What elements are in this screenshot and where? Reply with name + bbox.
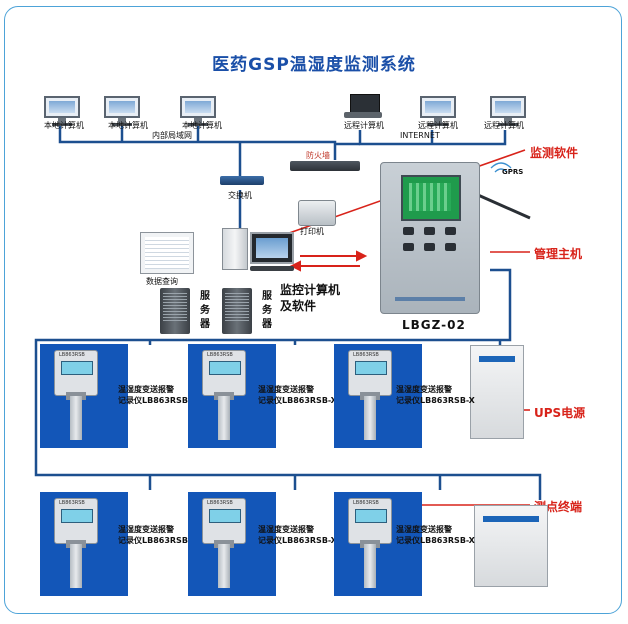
- field-bus-line: [34, 268, 542, 500]
- sensor-1-label: 温湿度变送报警记录仪LB863RSB-X: [118, 385, 197, 405]
- arrow-left-head: [289, 260, 301, 272]
- arrow-right-head: [356, 250, 368, 262]
- host-key-3: [445, 227, 456, 235]
- sensor-panel-6: LB863RSB: [334, 492, 422, 596]
- sensor-4-label: 温湿度变送报警记录仪LB863RSB-X: [118, 525, 197, 545]
- monitor-pc-label: 监控计算机及软件: [280, 283, 341, 313]
- server-2-icon: [222, 288, 252, 334]
- switch-icon: [220, 176, 264, 185]
- sensor-3-label: 温湿度变送报警记录仪LB863RSB-X: [396, 385, 475, 405]
- sensor-panel-2: LB863RSB: [188, 344, 276, 448]
- laptop-icon: [344, 94, 382, 120]
- data-query-label: 数据查询: [146, 277, 178, 286]
- local-computer-3-icon: [180, 96, 216, 126]
- antenna-mast: [477, 193, 531, 220]
- local-computer-2-icon: [104, 96, 140, 126]
- printer-label: 打印机: [300, 227, 324, 236]
- server-2-label: 服务器: [262, 291, 272, 330]
- terminal-cabinet-icon: [474, 505, 548, 587]
- host-key-2: [424, 227, 435, 235]
- switch-firewall-link: [300, 140, 337, 160]
- sensor-5-label: 温湿度变送报警记录仪LB863RSB-X: [258, 525, 337, 545]
- remote-computer-3-label: 远程计算机: [484, 121, 524, 130]
- keyboard-icon: [250, 266, 294, 271]
- ups-cabinet-icon: [470, 345, 524, 439]
- sensor-6-label: 温湿度变送报警记录仪LB863RSB-X: [396, 525, 475, 545]
- host-model-label: LBGZ-02: [402, 318, 466, 332]
- sensor-panel-3: LB863RSB: [334, 344, 422, 448]
- pc-tower-icon: [222, 228, 248, 270]
- local-computer-3-label: 本地计算机: [182, 121, 222, 130]
- sensor-panel-5: LB863RSB: [188, 492, 276, 596]
- data-query-screen-icon: [140, 232, 194, 274]
- local-computer-2-label: 本地计算机: [108, 121, 148, 130]
- host-screen-icon: [401, 175, 461, 221]
- sensor-panel-4: LB863RSB: [40, 492, 128, 596]
- gprs-wave-2: [490, 162, 512, 169]
- pc-monitor-icon: [250, 232, 294, 264]
- page-title: 医药GSP温湿度监测系统: [212, 55, 416, 75]
- gprs-label: GPRS: [502, 168, 524, 176]
- local-computer-1-icon: [44, 96, 80, 126]
- callout-ups: UPS电源: [534, 406, 586, 420]
- diagram-frame: [4, 6, 622, 614]
- gprs-wave-1: [494, 168, 508, 173]
- internet-label: INTERNET: [400, 131, 440, 140]
- switch-label: 交换机: [228, 191, 252, 200]
- sensor-panel-1: LB863RSB: [40, 344, 128, 448]
- host-key-5: [424, 243, 435, 251]
- host-key-6: [445, 243, 456, 251]
- remote-computer-2-icon: [420, 96, 456, 126]
- callout-software: 监测软件: [530, 146, 579, 160]
- printer-icon: [298, 200, 336, 226]
- server-1-label: 服务器: [200, 291, 210, 330]
- host-brand-strip: [395, 297, 465, 301]
- lan-label: 内部局域网: [152, 131, 192, 140]
- host-key-4: [403, 243, 414, 251]
- sensor-2-label: 温湿度变送报警记录仪LB863RSB-X: [258, 385, 337, 405]
- server-1-icon: [160, 288, 190, 334]
- callout-host: 管理主机: [534, 247, 583, 261]
- remote-computer-1-label: 远程计算机: [344, 121, 384, 130]
- remote-computer-2-label: 远程计算机: [418, 121, 458, 130]
- host-key-1: [403, 227, 414, 235]
- lan-bus-line: [58, 126, 300, 144]
- firewall-label: 防火墙: [306, 151, 330, 160]
- firewall-icon: [290, 161, 360, 171]
- local-computer-1-label: 本地计算机: [44, 121, 84, 130]
- remote-computer-3-icon: [490, 96, 526, 126]
- management-host-icon: [380, 162, 480, 314]
